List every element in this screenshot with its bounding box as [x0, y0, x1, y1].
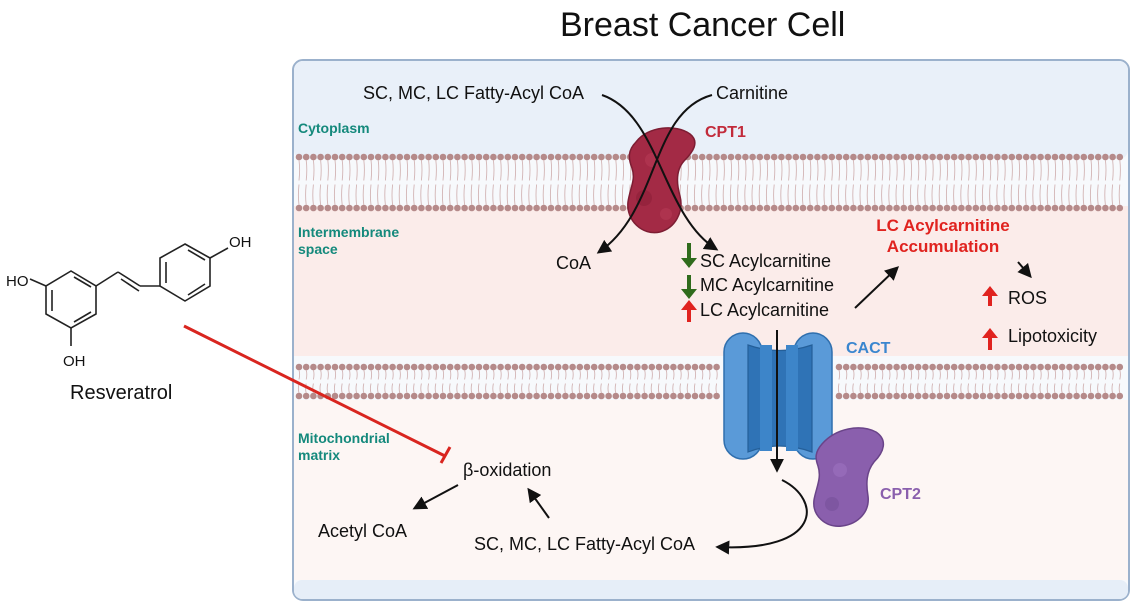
intermembrane-line2: space — [298, 241, 338, 257]
cpt2-to-fatty-acyl-arrow — [715, 479, 808, 555]
sc-acylcarnitine-label: SC Acylcarnitine — [700, 251, 832, 271]
carnitine-to-coa-arrow — [596, 94, 713, 254]
resveratrol-structure — [29, 243, 229, 346]
red-up-arrow-icon — [982, 286, 998, 306]
left-ring — [45, 270, 97, 329]
diagram-title: Breast Cancer Cell — [560, 6, 846, 44]
cpt1-label: CPT1 — [705, 124, 746, 141]
matrix-line2: matrix — [298, 447, 341, 463]
pathway-arrows — [412, 94, 1032, 555]
lipotoxicity-label: Lipotoxicity — [1008, 326, 1098, 346]
ros-label: ROS — [1008, 288, 1048, 308]
ho-left-label: HO — [6, 273, 29, 290]
accumulation-to-ros-arrow — [1017, 261, 1032, 279]
lc-accumulation-line2: Accumulation — [886, 237, 1000, 256]
green-down-arrow-icon — [681, 275, 697, 299]
resveratrol-label: Resveratrol — [70, 382, 173, 404]
inner-membrane — [295, 363, 1124, 400]
fatty-acyl-coa-bottom-label: SC, MC, LC Fatty-Acyl CoA — [474, 534, 696, 554]
inhibition-arrow — [183, 324, 452, 464]
lc-to-accumulation-arrow — [854, 266, 900, 309]
coa-label: CoA — [556, 253, 592, 273]
right-ring — [159, 243, 211, 302]
green-down-arrow-icon — [681, 243, 697, 268]
fatty-acyl-coa-top-label: SC, MC, LC Fatty-Acyl CoA — [363, 83, 585, 103]
cytoplasm-label: Cytoplasm — [298, 120, 370, 136]
cact-transporter — [723, 332, 833, 460]
oh-bottom-label: OH — [63, 353, 86, 370]
matrix-region — [294, 400, 1128, 580]
matrix-line1: Mitochondrial — [298, 430, 390, 446]
red-up-arrow-icon — [681, 300, 697, 322]
oh-top-label: OH — [229, 234, 252, 251]
fatty-acyl-to-sc-arrow — [601, 94, 719, 251]
cell-bottom-band — [294, 580, 1128, 599]
cell-compartments — [292, 59, 1130, 601]
cact-label: CACT — [846, 340, 891, 357]
fatty-acyl-to-beta-arrow — [527, 487, 550, 519]
cytoplasm-region — [294, 61, 1128, 159]
lc-accumulation-line1: LC Acylcarnitine — [876, 216, 1010, 235]
beta-ox-to-acetyl-arrow — [412, 484, 459, 510]
carnitine-label: Carnitine — [716, 83, 789, 103]
cpt2-label: CPT2 — [880, 486, 921, 503]
intermembrane-line1: Intermembrane — [298, 224, 400, 240]
acetyl-coa-label: Acetyl CoA — [318, 521, 408, 541]
lc-acylcarnitine-label: LC Acylcarnitine — [700, 300, 830, 320]
mc-acylcarnitine-label: MC Acylcarnitine — [700, 275, 835, 295]
cpt2-protein — [813, 427, 885, 527]
beta-oxidation-label: β-oxidation — [463, 460, 552, 480]
red-up-arrow-icon — [982, 328, 998, 350]
cpt1-protein — [627, 127, 696, 234]
